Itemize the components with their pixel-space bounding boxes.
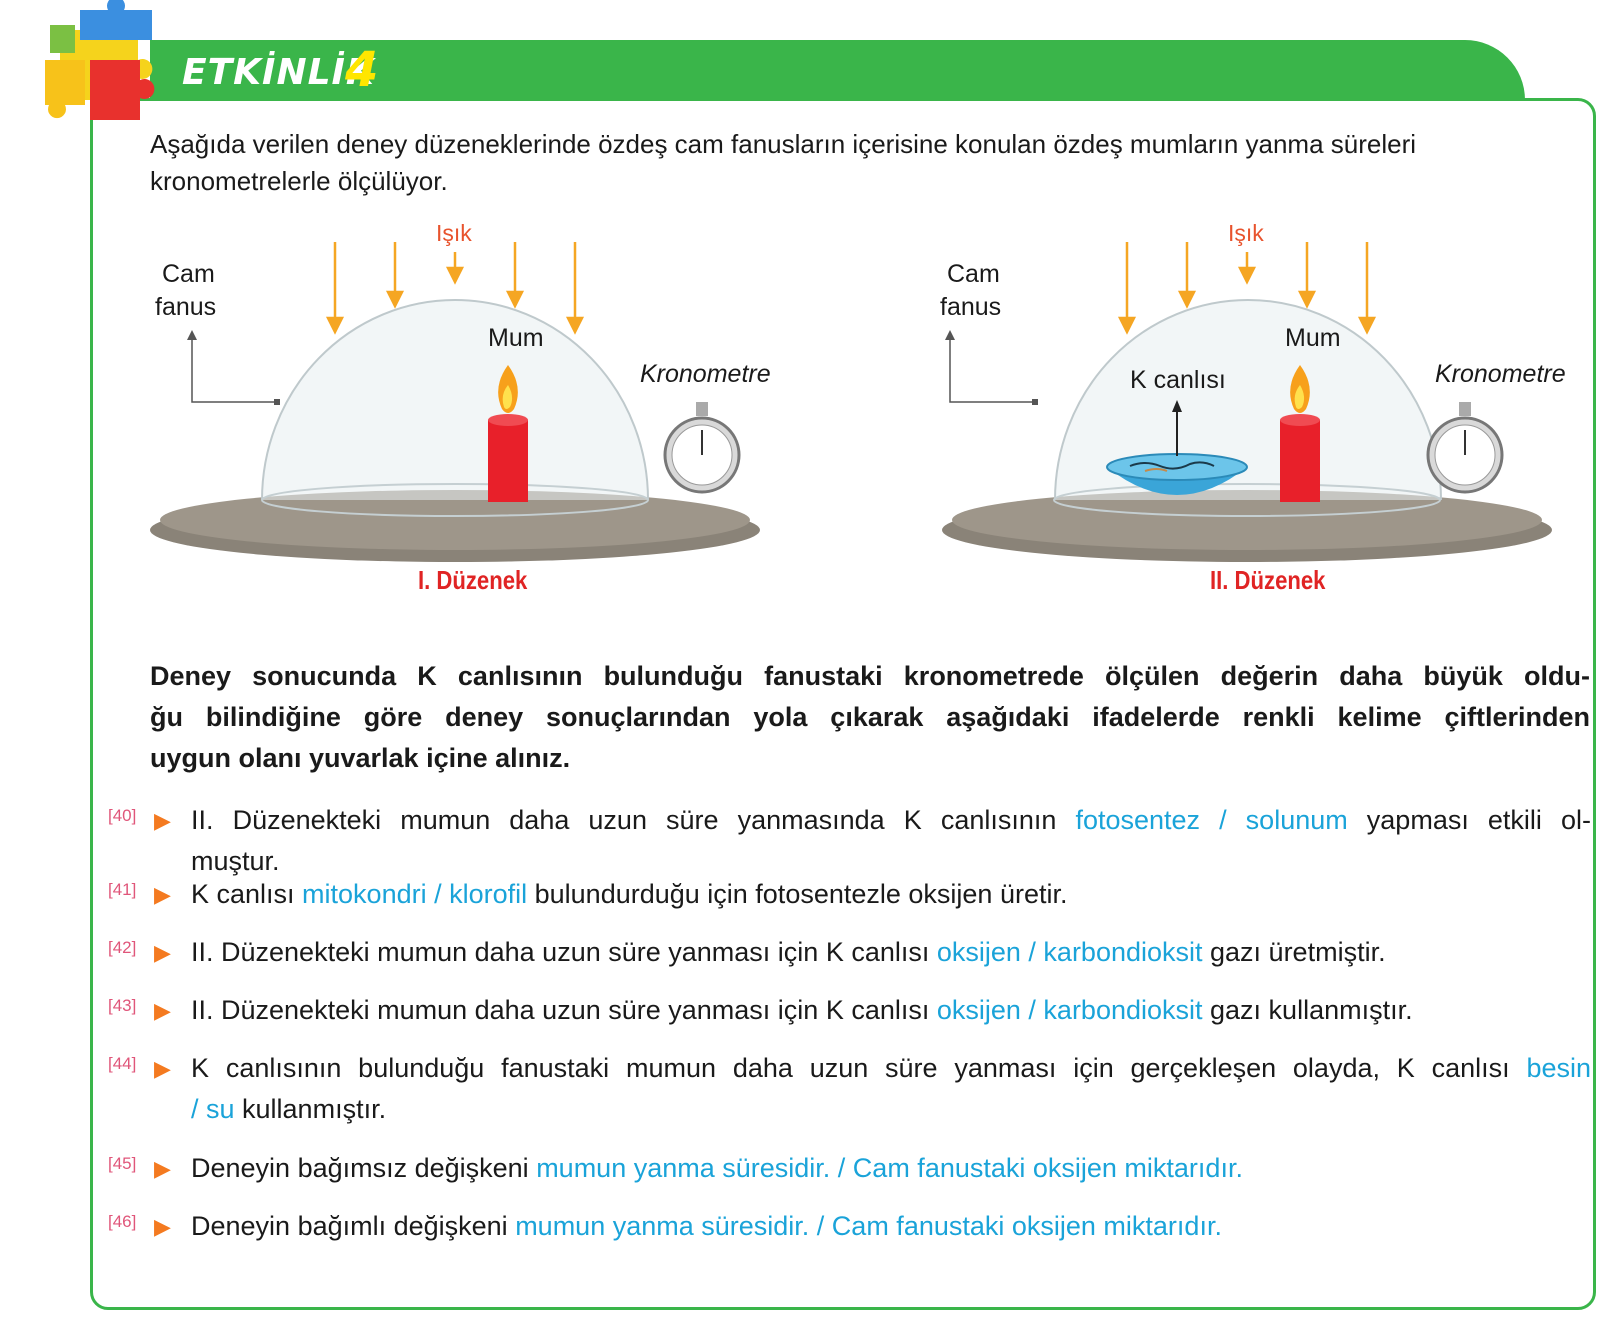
setup-title: I. Düzenek — [418, 565, 528, 595]
arrow-right-icon: ▶ — [154, 998, 171, 1023]
choice-pair[interactable]: oksijen / karbondioksit — [936, 937, 1203, 967]
activity-number: 4 — [345, 42, 379, 98]
header-bar — [150, 40, 1525, 100]
arrow-right-icon: ▶ — [154, 1056, 171, 1081]
setup-1-illustration — [150, 242, 760, 562]
puzzle-icon — [45, 0, 155, 120]
choice-pair[interactable]: mumun yanma süresidir. / Cam fanustaki o… — [536, 1153, 1243, 1183]
setup-1: Işık Cam fanus Mum Kronometre I. Düzenek — [150, 220, 810, 620]
arrow-right-icon: ▶ — [154, 808, 171, 833]
question-number: [43] — [108, 996, 137, 1015]
question-number: [40] — [108, 806, 137, 825]
choice-pair[interactable]: fotosentez / solunum — [1075, 805, 1348, 835]
light-label: Işık — [436, 220, 472, 246]
instruction-text: Deney sonucunda K canlısının bulunduğu f… — [150, 661, 1590, 773]
choice-pair[interactable]: oksijen / karbondioksit — [936, 995, 1203, 1025]
candle-label: Mum — [488, 324, 544, 352]
arrow-right-icon: ▶ — [154, 1214, 171, 1239]
question-number: [45] — [108, 1154, 137, 1173]
arrow-right-icon: ▶ — [154, 940, 171, 965]
organism-label: K canlısı — [1130, 366, 1226, 394]
choice-pair[interactable]: mumun yanma süresidir. / Cam fanustaki o… — [515, 1211, 1222, 1241]
intro-text: Aşağıda verilen deney düzeneklerinde özd… — [150, 129, 1417, 196]
choice-pair[interactable]: besin — [1526, 1053, 1591, 1083]
dome-label-line1: Cam — [947, 260, 1000, 288]
light-label: Işık — [1228, 220, 1264, 246]
arrow-right-icon: ▶ — [154, 1156, 171, 1181]
choice-pair-cont[interactable]: / su — [191, 1094, 235, 1124]
dome-label-line2: fanus — [155, 293, 217, 321]
question-number: [41] — [108, 880, 137, 899]
setup-2-illustration — [942, 242, 1552, 562]
question-number: [44] — [108, 1054, 137, 1073]
candle-label: Mum — [1285, 324, 1341, 352]
timer-label: Kronometre — [1435, 360, 1566, 388]
setup-2: Işık Cam fanus Mum K canlısı Kronometre … — [935, 220, 1595, 620]
question-number: [42] — [108, 938, 137, 957]
choice-pair[interactable]: mitokondri / klorofil — [302, 879, 528, 909]
activity-title: ETKİNLİK — [182, 52, 375, 93]
dome-label-line2: fanus — [940, 293, 1002, 321]
question-number: [46] — [108, 1212, 137, 1231]
setup-title: II. Düzenek — [1210, 565, 1326, 595]
dome-label-line1: Cam — [162, 260, 215, 288]
timer-label: Kronometre — [640, 360, 771, 388]
arrow-right-icon: ▶ — [154, 882, 171, 907]
